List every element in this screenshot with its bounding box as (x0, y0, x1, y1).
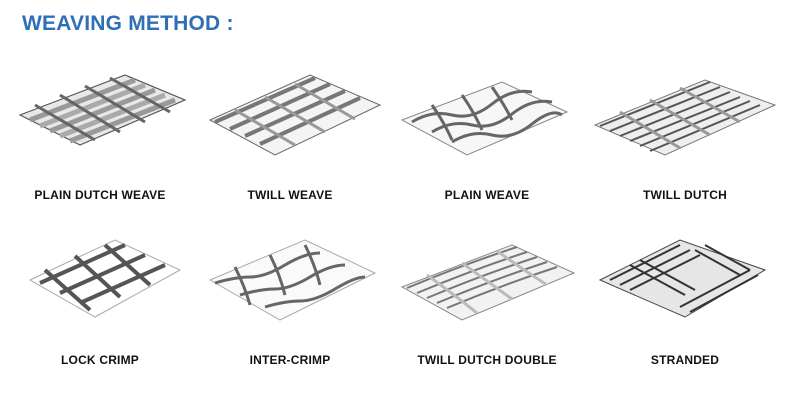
twill-weave-swatch-icon (208, 74, 382, 156)
weave-card-twill: TWILL WEAVE (195, 60, 385, 250)
weave-label: PLAIN WEAVE (444, 188, 530, 202)
plain-dutch-weave-swatch-icon (18, 74, 187, 146)
lock-crimp-swatch-icon (28, 239, 182, 318)
weave-card-twill-dutch: TWILL DUTCH (590, 60, 780, 250)
weave-card-plain: PLAIN WEAVE (392, 60, 582, 250)
twill-dutch-swatch-icon (593, 79, 777, 156)
weave-card-lock-crimp: LOCK CRIMP (5, 225, 195, 415)
inter-crimp-swatch-icon (208, 239, 377, 321)
weave-card-inter-crimp: INTER-CRIMP (195, 225, 385, 415)
weave-card-plain-dutch: PLAIN DUTCH WEAVE (5, 60, 195, 250)
weave-label: PLAIN DUTCH WEAVE (34, 188, 166, 202)
weave-card-twill-dutch-double: TWILL DUTCH DOUBLE (392, 225, 582, 415)
plain-weave-swatch-icon (400, 81, 569, 156)
weave-card-stranded: STRANDED (590, 225, 780, 415)
page-title: WEAVING METHOD : (22, 12, 234, 35)
stranded-swatch-icon (598, 239, 767, 318)
twill-dutch-double-swatch-icon (400, 244, 576, 321)
weave-label: TWILL WEAVE (247, 188, 333, 202)
weave-label: TWILL DUTCH DOUBLE (417, 353, 557, 367)
weave-label: STRANDED (650, 353, 720, 367)
weave-label: TWILL DUTCH (643, 188, 727, 202)
weave-label: INTER-CRIMP (249, 353, 331, 367)
weave-label: LOCK CRIMP (61, 353, 139, 367)
